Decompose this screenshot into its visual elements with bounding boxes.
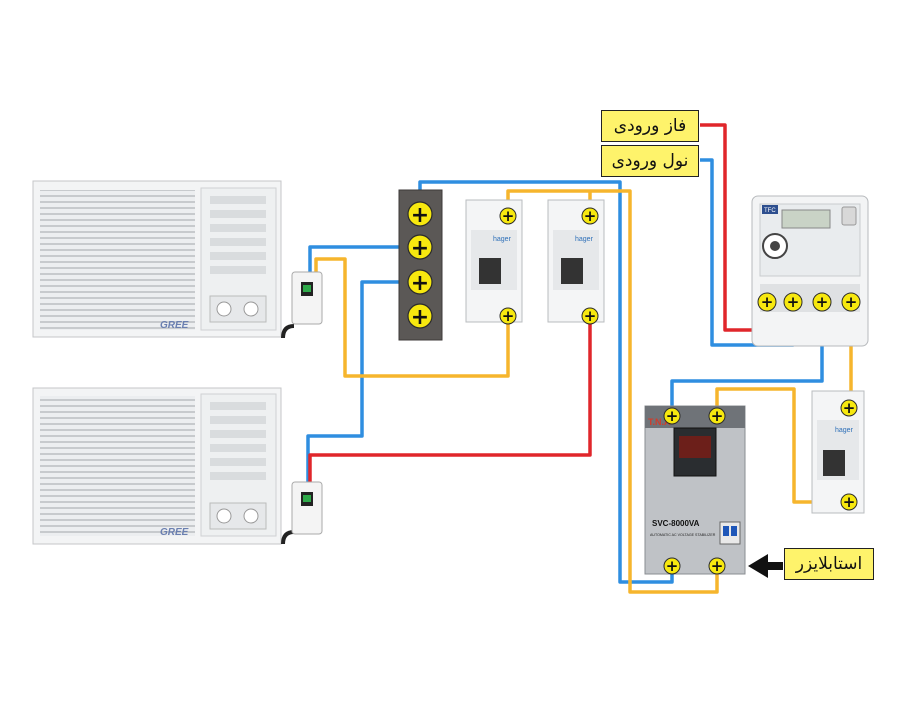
svg-text:+: + [666, 407, 679, 425]
ac2-isolator-switch [281, 481, 323, 545]
stabilizer-top-left-terminal: + [663, 407, 681, 425]
stabilizer-top-right-terminal: + [708, 407, 726, 425]
svg-text:+: + [787, 293, 800, 311]
ac1-isolator-switch [281, 271, 323, 339]
phase-wire-breaker2-to-ac2 [308, 316, 592, 482]
breaker2-bottom-terminal: + [581, 307, 599, 325]
meter-terminal-3: + [812, 292, 832, 312]
load-wire-stabilizer-to-breakers [506, 189, 719, 594]
ac2-brand: GREE [160, 527, 189, 538]
busbar-terminal-3: + [407, 269, 433, 296]
meter-terminal-1: + [757, 292, 777, 312]
neutral-wire-stabilizer-to-busbar [418, 180, 674, 584]
svg-text:+: + [502, 207, 515, 225]
neutral-wire-busbar-to-ac2 [306, 280, 420, 482]
stabilizer-model: SVC-8000VA [652, 519, 700, 528]
stabilizer-arrow-icon [748, 554, 783, 578]
stabilizer-bottom-left-terminal: + [663, 557, 681, 575]
circuit-breaker-2: hager [547, 199, 605, 323]
stabilizer-bottom-right-terminal: + [708, 557, 726, 575]
breaker1-top-terminal: + [499, 207, 517, 225]
svg-text:+: + [411, 236, 429, 261]
busbar-terminals: + + + + [407, 201, 433, 330]
svg-text:+: + [845, 293, 858, 311]
svg-text:+: + [711, 407, 724, 425]
ac1-brand: GREE [160, 320, 189, 331]
breaker1-brand: hager [493, 236, 512, 243]
busbar-terminal-2: + [407, 234, 433, 261]
svg-text:+: + [711, 557, 724, 575]
stabilizer-brand: T.N.A [648, 417, 671, 427]
neutral-input-label: نول ورودی [601, 145, 699, 177]
svg-text:+: + [843, 399, 856, 417]
svg-text:+: + [666, 557, 679, 575]
svg-text:+: + [584, 307, 597, 325]
energy-meter: TFC [751, 195, 869, 347]
svg-text:+: + [584, 207, 597, 225]
breaker2-brand: hager [575, 236, 594, 243]
load-wire-breaker1-to-ac1 [314, 257, 510, 378]
svg-text:+: + [816, 293, 829, 311]
meter-terminal-2: + [783, 292, 803, 312]
meter-terminal-4: + [841, 292, 861, 312]
air-conditioner-1: GREE [32, 180, 282, 338]
phase-input-label: فاز ورودی [601, 110, 699, 142]
busbar-terminal-1: + [407, 201, 433, 228]
svg-text:+: + [502, 307, 515, 325]
stabilizer-label: استابلایزر [784, 548, 874, 580]
svg-text:+: + [761, 293, 774, 311]
connection-terminals: + + + + + + + + + + + + + + [499, 207, 861, 575]
neutral-wire-busbar-to-ac1 [308, 245, 420, 272]
svg-text:+: + [411, 203, 429, 228]
svg-text:+: + [843, 493, 856, 511]
svg-text:+: + [411, 271, 429, 296]
voltage-stabilizer: T.N.A SVC-8000VA AUTOMATIC AC VOLTAGE ST… [644, 405, 746, 575]
breaker2-top-terminal: + [581, 207, 599, 225]
busbar-terminal-4: + [407, 303, 433, 330]
breaker3-bottom-terminal: + [840, 493, 858, 511]
meter-brand: TFC [764, 208, 776, 214]
air-conditioner-2: GREE [32, 387, 282, 545]
stabilizer-subtitle: AUTOMATIC AC VOLTAGE STABILIZER [650, 533, 716, 537]
breaker1-bottom-terminal: + [499, 307, 517, 325]
svg-text:+: + [411, 305, 429, 330]
breaker3-brand: hager [835, 427, 854, 434]
breaker3-top-terminal: + [840, 399, 858, 417]
